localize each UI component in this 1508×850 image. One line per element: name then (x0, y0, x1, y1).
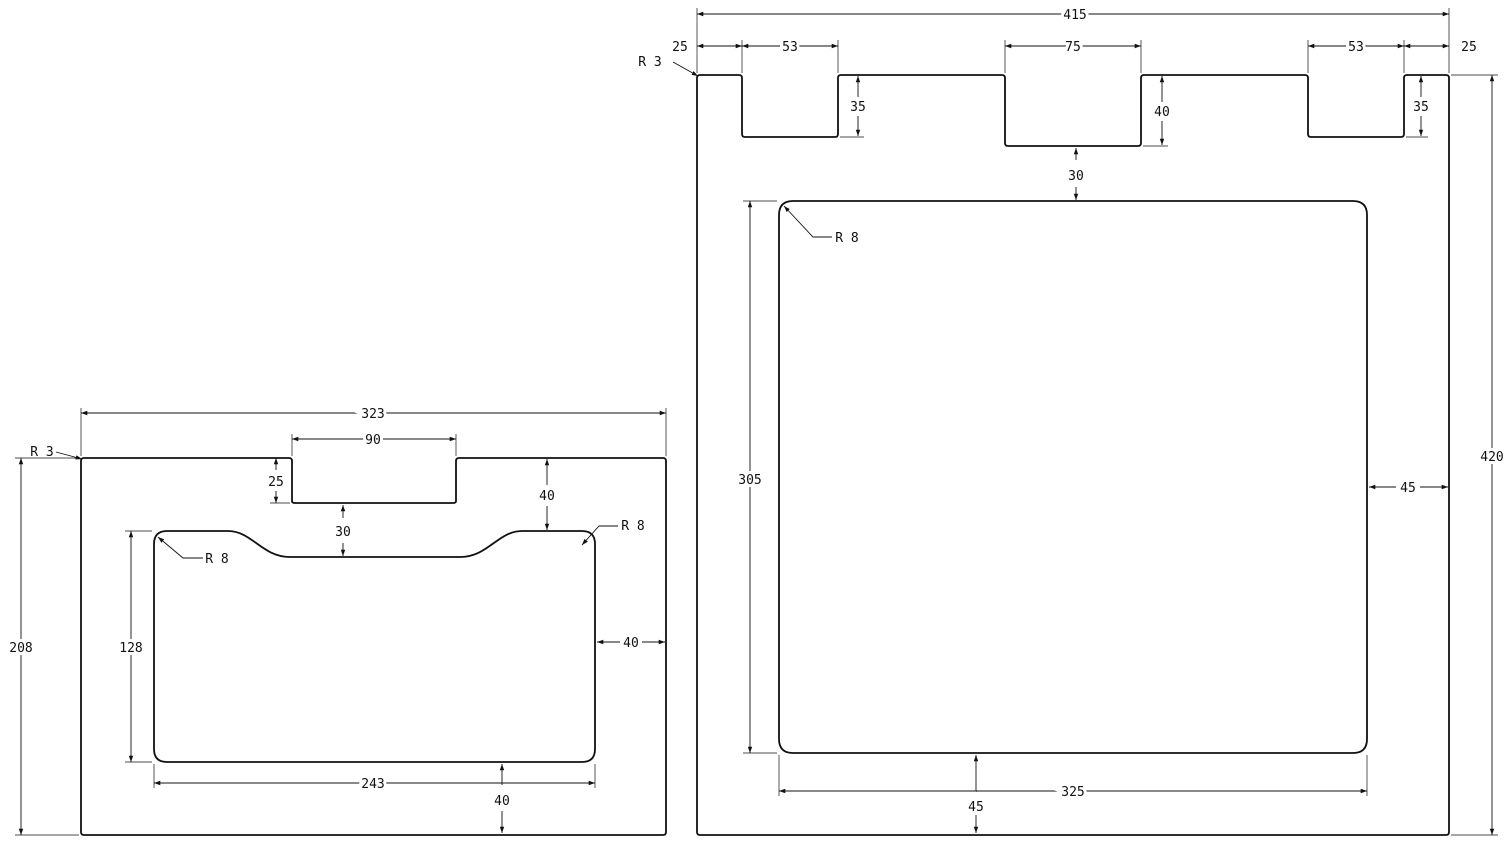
right-side-margin-label: 45 (1400, 481, 1416, 496)
left-top-margin-label: 40 (539, 489, 555, 504)
right-window-width-label: 325 (1061, 785, 1084, 800)
right-slot-left-width-label: 53 (782, 40, 798, 55)
right-slot-center-width-label: 75 (1065, 40, 1081, 55)
left-part: 323 90 25 30 40 R 3 R 8 R 8 208 (6, 404, 667, 836)
right-bottom-margin-label: 45 (968, 800, 984, 815)
right-slot-left-depth-label: 35 (850, 100, 866, 115)
right-slot-center-depth-label: 40 (1154, 105, 1170, 120)
left-window-radius-right-label: R 8 (621, 519, 644, 534)
right-corner-radius-label: R 3 (638, 55, 661, 70)
left-part-window (153, 530, 596, 763)
right-slot-right-depth-label: 35 (1413, 100, 1429, 115)
right-width-label: 415 (1063, 8, 1086, 23)
right-height-label: 420 (1480, 450, 1503, 465)
right-slot-to-window-label: 30 (1068, 169, 1084, 184)
left-notch-to-window-label: 30 (335, 525, 351, 540)
right-part-window (778, 200, 1368, 754)
left-corner-radius-label: R 3 (30, 445, 53, 460)
right-edge-left-label: 25 (672, 40, 688, 55)
left-window-width-label: 243 (361, 777, 384, 792)
right-part: 415 25 53 75 53 25 R 3 35 (638, 5, 1507, 836)
left-window-height-label: 128 (119, 641, 142, 656)
left-height-label: 208 (9, 641, 32, 656)
left-bottom-margin-label: 40 (494, 794, 510, 809)
left-side-margin-label: 40 (623, 636, 639, 651)
right-window-radius-label: R 8 (835, 231, 858, 246)
left-window-radius-left-label: R 8 (205, 552, 228, 567)
left-notch-depth-label: 25 (268, 475, 284, 490)
left-width-label: 323 (361, 407, 384, 422)
left-part-outline (80, 457, 667, 836)
left-notch-width-label: 90 (365, 433, 381, 448)
right-window-height-label: 305 (738, 473, 761, 488)
right-part-outline (696, 74, 1450, 836)
right-edge-right-label: 25 (1461, 40, 1477, 55)
right-slot-right-width-label: 53 (1348, 40, 1364, 55)
